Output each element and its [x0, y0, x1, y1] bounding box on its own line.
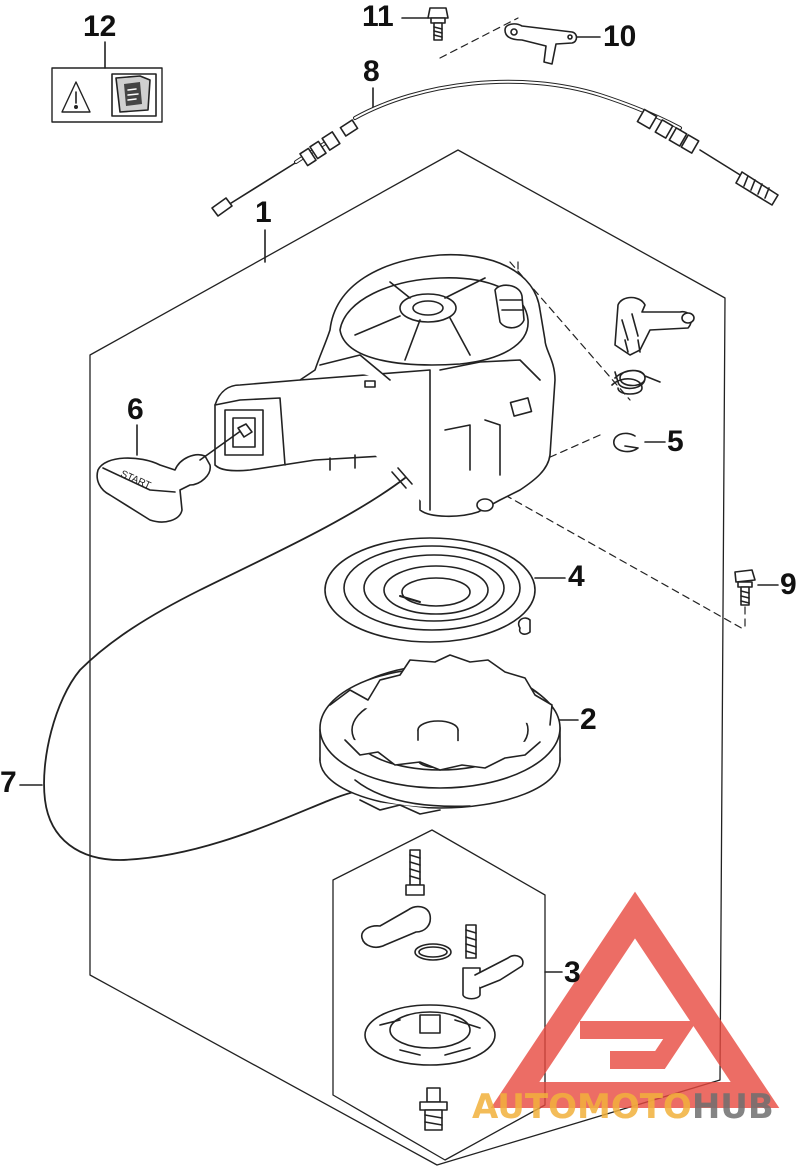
pawl-assembly-3	[360, 849, 524, 1131]
bolt-11	[427, 7, 449, 41]
assembly-1-outline	[89, 149, 726, 1166]
starter-housing-1	[214, 253, 556, 518]
callout-11: 11	[362, 0, 394, 33]
wordmark-auto: AUTO	[472, 1087, 577, 1127]
cable-8	[211, 79, 779, 217]
guide-line-9	[504, 494, 746, 631]
circlip-5	[613, 432, 639, 453]
wordmark-hub: HUB	[691, 1087, 774, 1127]
automotohub-wordmark: AUTOMOTOHUB	[472, 1090, 774, 1124]
bolt-9	[734, 569, 756, 606]
warning-label-12	[51, 67, 163, 123]
wordmark-moto: MOTO	[576, 1087, 692, 1127]
callout-2: 2	[580, 703, 597, 736]
callout-5: 5	[667, 425, 684, 458]
starter-rope-7	[43, 477, 406, 861]
callout-7: 7	[0, 766, 17, 799]
callout-10: 10	[603, 20, 637, 53]
pawl-lever	[614, 296, 695, 356]
rope-reel-2	[319, 654, 561, 815]
callout-8: 8	[363, 55, 380, 88]
callout-1: 1	[255, 196, 272, 229]
callout-6: 6	[127, 393, 144, 426]
guide-line-5b	[547, 434, 601, 459]
callout-9: 9	[780, 568, 797, 601]
automotohub-logo-mark	[490, 891, 780, 1108]
callout-3: 3	[564, 956, 581, 989]
recoil-spring-4	[324, 537, 536, 643]
bracket-10	[504, 23, 578, 65]
starter-handle-6	[96, 423, 253, 523]
guide-line-10-11	[439, 17, 519, 59]
callout-12: 12	[83, 10, 117, 43]
callout-4: 4	[568, 560, 585, 593]
pawl-spring	[611, 369, 661, 395]
